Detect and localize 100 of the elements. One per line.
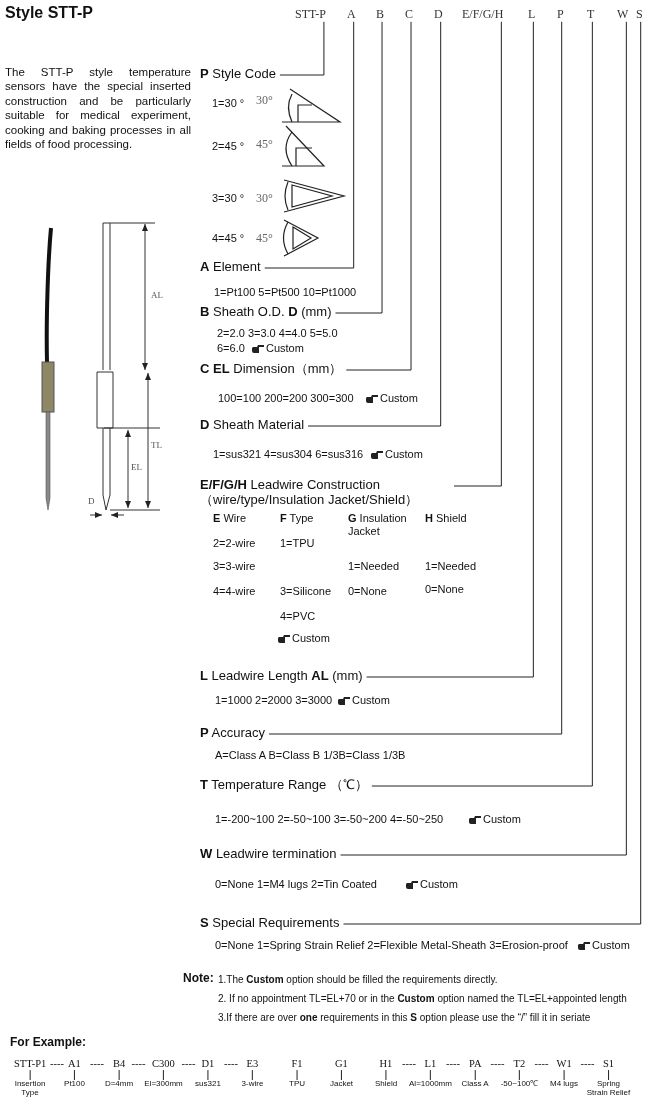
example-code: D1 <box>201 1058 215 1071</box>
code-letter: E/F/G/H <box>462 8 504 22</box>
example-meaning: Shield <box>363 1080 409 1089</box>
example-code: B4 <box>113 1058 126 1071</box>
code-letter: L <box>528 8 536 22</box>
example-code: PA <box>469 1058 482 1071</box>
dimension-label: EL <box>131 462 142 473</box>
leader-line <box>371 21 593 787</box>
example-meaning: Spring Strain Relief <box>585 1080 632 1098</box>
dimension-label: TL <box>151 440 162 451</box>
tick-line <box>563 1069 565 1081</box>
example-code: W1 <box>556 1058 572 1071</box>
dash-separator: ---- <box>402 1058 416 1071</box>
section-heading: C EL Dimension（mm） <box>200 362 343 377</box>
option-text: 1=Pt100 5=Pt500 10=Pt1000 <box>214 286 357 299</box>
section-heading: P Style Code <box>200 67 276 82</box>
tick-line <box>73 1069 75 1081</box>
leader-line <box>335 21 383 314</box>
tick-line <box>340 1069 342 1081</box>
description-text: The STT-P style temperature sensors have the special inserted construction and be particularly suitable for medical experiment, cooking and baking processes in all fields of food processing. <box>5 65 191 152</box>
section-heading: B Sheath O.D. D (mm) <box>200 305 332 320</box>
dash-separator: ---- <box>181 1058 196 1071</box>
example-meaning: El=300mm <box>140 1080 187 1089</box>
tick-line <box>207 1069 209 1081</box>
option-text: 0=None 1=Spring Strain Relief 2=Flexible Metal-Sheath 3=Erosion-proof <box>215 939 568 952</box>
angle-label: 30° <box>256 192 273 206</box>
example-meaning: Jacket <box>318 1080 365 1089</box>
section-heading: E/F/G/H Leadwire Construction （wire/type/Insulation Jacket/Shield） <box>200 478 450 508</box>
leader-line <box>366 21 534 678</box>
example-meaning: sus321 <box>185 1080 231 1089</box>
option-text: A=Class A B=Class B 1/3B=Class 1/3B <box>215 749 406 762</box>
dash-separator: ---- <box>131 1058 146 1071</box>
note-text: 2. If no appointment TL=EL+70 or in the Custom option named the TL=EL+appointed length <box>218 993 627 1005</box>
tick-line <box>118 1069 120 1081</box>
column-heading: G Insulation Jacket <box>348 512 408 538</box>
option-text: 1=Needed <box>425 560 477 573</box>
option-text: Custom <box>483 813 521 826</box>
code-letter: P <box>557 8 564 22</box>
option-text: Custom <box>420 878 458 891</box>
section-heading: A Element <box>200 260 261 275</box>
option-text: Custom <box>380 392 418 405</box>
example-code: L1 <box>424 1058 437 1071</box>
leader-line <box>307 21 442 427</box>
dimension-label: AL <box>151 290 163 301</box>
section-heading: P Accuracy <box>200 726 266 741</box>
example-heading: For Example: <box>10 1036 87 1050</box>
option-text: 6=6.0 <box>217 342 245 355</box>
example-meaning: 3-wire <box>229 1080 276 1089</box>
example-code: A1 <box>68 1058 81 1071</box>
option-text: 1=TPU <box>280 537 315 550</box>
tick-line <box>251 1069 253 1081</box>
dash-separator: ---- <box>534 1058 549 1071</box>
option-text: 4=4-wire <box>213 585 256 598</box>
code-letter: A <box>347 8 356 22</box>
code-letter: C <box>405 8 413 22</box>
tick-line <box>385 1069 387 1081</box>
option-text: 3=30 ° <box>212 192 245 205</box>
dash-separator: ---- <box>50 1058 64 1071</box>
option-text: 2=2.0 3=3.0 4=4.0 5=5.0 <box>217 327 338 340</box>
code-letter: W <box>617 8 629 22</box>
angle-label: 45° <box>256 232 273 246</box>
leader-line <box>345 21 412 371</box>
example-code: H1 <box>379 1058 393 1071</box>
option-text: 3=3-wire <box>213 560 256 573</box>
leader-line <box>264 21 355 269</box>
angle-label: 45° <box>256 138 273 152</box>
code-letter: S <box>636 8 643 22</box>
column-heading: H Shield <box>425 512 467 525</box>
dash-separator: ---- <box>580 1058 595 1071</box>
code-letter: B <box>376 8 384 22</box>
section-heading: W Leadwire termination <box>200 847 337 862</box>
column-heading: E Wire <box>213 512 246 525</box>
option-text: Custom <box>352 694 390 707</box>
tick-line <box>429 1069 431 1081</box>
example-meaning: Al=1000mm <box>407 1080 454 1089</box>
example-meaning: Insertion Type <box>7 1080 53 1098</box>
code-letter: STT-P <box>295 8 326 22</box>
option-text: Custom <box>266 342 304 355</box>
option-text: 0=None 1=M4 lugs 2=Tin Coated <box>215 878 377 891</box>
option-text: Custom <box>385 448 423 461</box>
example-code: F1 <box>291 1058 303 1071</box>
example-meaning: Class A <box>452 1080 498 1089</box>
option-text: 1=Needed <box>348 560 400 573</box>
option-text: 1=1000 2=2000 3=3000 <box>215 694 333 707</box>
code-letter: T <box>587 8 595 22</box>
dash-separator: ---- <box>490 1058 505 1071</box>
dash-separator: ---- <box>90 1058 104 1071</box>
option-text: Custom <box>592 939 630 952</box>
leader-line <box>453 21 502 487</box>
option-text: Custom <box>292 632 330 645</box>
option-text: 100=100 200=200 300=300 <box>218 392 354 405</box>
tick-line <box>29 1069 31 1081</box>
note-text: 1.The Custom option should be filled the requirements directly. <box>218 974 498 986</box>
option-text: 0=None <box>425 583 464 596</box>
tick-line <box>296 1069 298 1081</box>
dash-separator: ---- <box>224 1058 238 1071</box>
example-code: G1 <box>335 1058 348 1071</box>
dash-separator: ---- <box>446 1058 460 1071</box>
angle-label: 30° <box>256 94 273 108</box>
example-code: C300 <box>152 1058 175 1071</box>
